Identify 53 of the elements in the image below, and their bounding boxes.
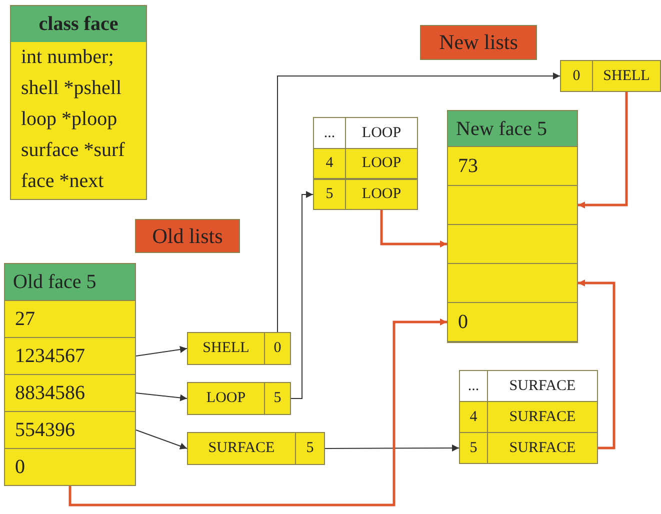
section-label: New lists [420, 25, 537, 60]
table-cell: 5 [313, 179, 346, 210]
arrow [136, 430, 188, 450]
arrow [380, 210, 447, 248]
table-cell: LOOP [187, 382, 265, 415]
arrow [277, 72, 560, 332]
field-declaration: face *next [20, 169, 105, 194]
table-cell: SURFACE [487, 432, 598, 464]
table-cell: 73 [447, 146, 578, 186]
table-cell: ... [459, 370, 488, 402]
record-title: New face 5 [448, 111, 577, 147]
table-cell: 5 [295, 432, 325, 465]
arrow [68, 318, 447, 506]
arrow [578, 92, 628, 208]
table-cell: 8834586 [4, 374, 136, 412]
table-cell: ... [313, 117, 346, 149]
class-name: class face [11, 6, 146, 42]
table-cell: LOOP [345, 117, 418, 149]
table-cell: SURFACE [487, 370, 598, 402]
arrow [136, 346, 188, 356]
table-cell: 0 [560, 60, 593, 92]
arrow [136, 392, 188, 402]
arrow [578, 280, 616, 450]
class-declaration-box [10, 5, 147, 200]
table-cell: 5 [459, 432, 488, 464]
arrow [324, 444, 460, 452]
field-declaration: surface *surf [20, 138, 126, 163]
arrow [290, 191, 314, 399]
table-cell: 4 [313, 148, 346, 179]
table-cell: 5 [264, 382, 291, 415]
field-declaration: loop *ploop [20, 107, 118, 132]
table-cell [447, 224, 578, 264]
table-cell: LOOP [345, 179, 418, 210]
table-cell: SHELL [592, 60, 661, 92]
table-cell: LOOP [345, 148, 418, 179]
table-cell: SURFACE [487, 401, 598, 433]
table-cell: 0 [447, 302, 578, 342]
record-table [447, 110, 578, 343]
record-table [4, 263, 136, 485]
table-cell [447, 185, 578, 225]
field-declaration: int number; [20, 45, 115, 70]
table-cell: 1234567 [4, 337, 136, 375]
field-declaration: shell *pshell [20, 76, 123, 101]
table-cell [447, 263, 578, 303]
section-label: Old lists [135, 219, 240, 253]
table-cell: 554396 [4, 411, 136, 449]
table-cell: 27 [4, 300, 136, 338]
table-cell: 0 [4, 448, 136, 486]
table-cell: 4 [459, 401, 488, 433]
table-cell: 0 [264, 332, 291, 365]
table-cell: SURFACE [187, 432, 296, 465]
record-title: Old face 5 [5, 264, 135, 301]
table-cell: SHELL [187, 332, 265, 365]
